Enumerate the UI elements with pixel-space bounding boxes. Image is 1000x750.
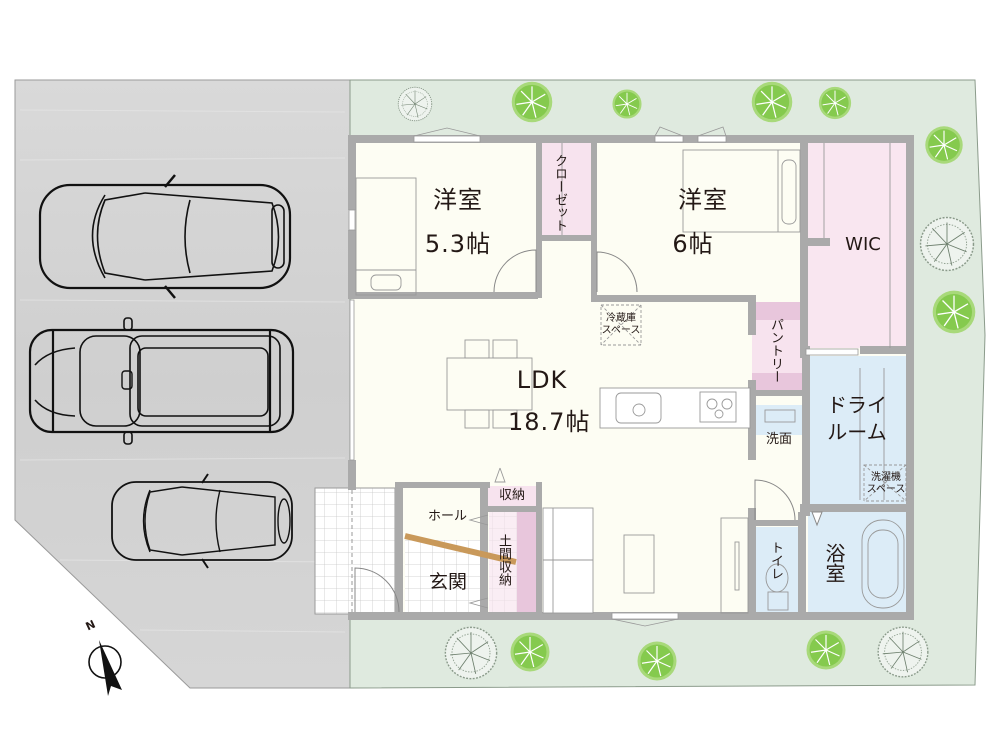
room-label-doma-storage: 土間収納: [496, 534, 511, 586]
room-label-wic: WIC: [845, 234, 881, 255]
washer-line2: スペース: [866, 483, 906, 495]
fridge-line2: スペース: [601, 324, 641, 336]
house-floor: [314, 135, 912, 615]
room-label-entrance: 玄関: [428, 571, 467, 593]
entrance-step-edge: [404, 533, 517, 565]
room-label-hall: ホール: [427, 509, 467, 524]
room-label-bath: 浴室: [822, 543, 846, 583]
room-label-pantry: パントリー: [768, 317, 783, 383]
north-compass-icon: [88, 640, 122, 696]
washer-space-label: 洗濯機 スペース: [863, 472, 909, 495]
room-label-bedroom2: 洋室: [678, 186, 728, 214]
windows: [348, 126, 859, 627]
room-label-bedroom1: 洋室: [433, 186, 483, 214]
fridge-space-label: 冷蔵庫 スペース: [598, 313, 644, 336]
dry-room-line1: ドライ: [827, 393, 887, 417]
room-size-ldk: 18.7帖: [508, 408, 591, 436]
room-label-ldk: LDK: [516, 366, 568, 394]
room-label-washroom: 洗面: [765, 432, 792, 447]
car-icon: [111, 473, 293, 569]
fridge-line1: 冷蔵庫: [606, 313, 636, 324]
parking-area: [14, 79, 351, 689]
room-size-bedroom1: 5.3帖: [424, 230, 492, 258]
dry-room-line2: ルーム: [827, 420, 887, 444]
doors: [354, 249, 823, 613]
car-icon: [28, 317, 295, 445]
room-label-closet: クローゼット: [552, 153, 567, 232]
room-size-bedroom2: 6帖: [672, 230, 714, 258]
washer-line1: 洗濯機: [871, 472, 901, 483]
car-icon: [38, 174, 292, 299]
room-label-toilet: トイレ: [768, 540, 783, 580]
furniture: [355, 143, 907, 614]
room-label-dry-room: ドライ ルーム: [822, 392, 892, 446]
room-label-storage: 収納: [498, 488, 525, 503]
